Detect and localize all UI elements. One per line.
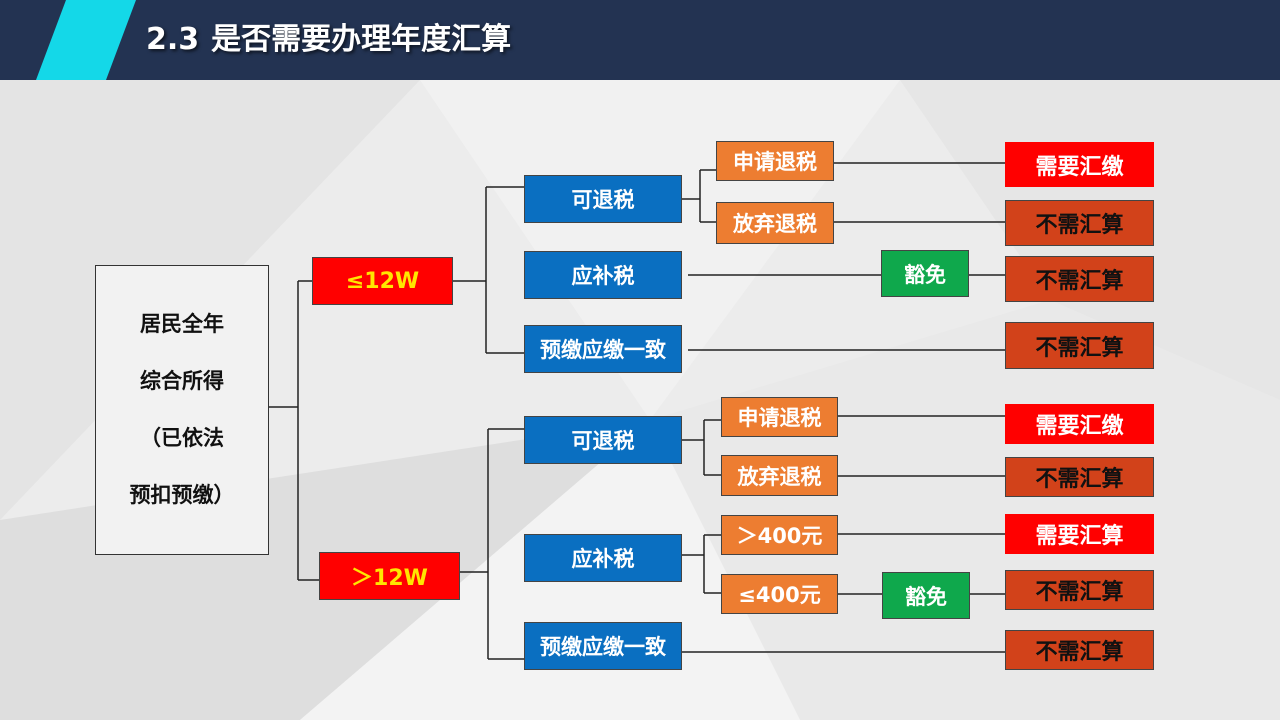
- gt12w-refund: 可退税: [524, 416, 682, 464]
- connector-le12w-refund: [682, 169, 716, 223]
- connector-gt12w-supplement: [682, 534, 721, 594]
- connector-le12w: [453, 186, 524, 354]
- gt12w-over400: ＞400元: [721, 515, 838, 555]
- le12w-equal-label: 预缴应缴一致: [540, 338, 666, 362]
- le12w-waive-refund: 放弃退税: [716, 202, 834, 244]
- root-line-2: 综合所得: [140, 369, 224, 393]
- le12w-apply-result: 需要汇缴: [1005, 142, 1154, 187]
- branch-gt12w: ＞12W: [319, 552, 460, 600]
- le12w-refund: 可退税: [524, 175, 682, 223]
- le12w-supplement-label: 应补税: [571, 264, 635, 288]
- gt12w-waive-result-label: 不需汇算: [1035, 467, 1124, 492]
- gt12w-over400-result: 需要汇算: [1005, 514, 1154, 554]
- le12w-exempt-label: 豁免: [904, 262, 946, 287]
- gt12w-waive-label: 放弃退税: [737, 464, 822, 489]
- root-line-1: 居民全年: [140, 312, 224, 336]
- gt12w-equal-label: 预缴应缴一致: [540, 635, 666, 659]
- le12w-supplement-result-label: 不需汇算: [1035, 269, 1124, 294]
- root-line-4: 预扣预缴）: [129, 483, 235, 507]
- branch-le12w-label: ≤12W: [345, 268, 420, 294]
- connector-gt12w: [460, 428, 524, 660]
- branch-le12w: ≤12W: [312, 257, 453, 305]
- header-bar: 2.3 是否需要办理年度汇算: [0, 0, 1280, 80]
- connector-root: [269, 280, 320, 581]
- gt12w-under400-label: ≤400元: [738, 583, 821, 607]
- gt12w-over400-result-label: 需要汇算: [1035, 524, 1124, 549]
- connector-gt12w-refund: [682, 419, 721, 476]
- gt12w-equal: 预缴应缴一致: [524, 622, 682, 670]
- gt12w-under400: ≤400元: [721, 574, 838, 614]
- le12w-apply-result-label: 需要汇缴: [1035, 154, 1124, 180]
- gt12w-waive-refund: 放弃退税: [721, 455, 838, 496]
- root-line-3: （已依法: [140, 426, 224, 450]
- section-number: 2.3: [146, 22, 200, 57]
- title-text: 是否需要办理年度汇算: [211, 22, 512, 57]
- gt12w-equal-result: 不需汇算: [1005, 630, 1154, 670]
- gt12w-under400-result-label: 不需汇算: [1035, 580, 1124, 605]
- gt12w-refund-label: 可退税: [571, 429, 635, 453]
- root-comprehensive-income: 居民全年 综合所得 （已依法 预扣预缴）: [95, 265, 269, 555]
- le12w-equal: 预缴应缴一致: [524, 325, 682, 373]
- page-title: 2.3 是否需要办理年度汇算: [146, 16, 511, 64]
- le12w-equal-result: 不需汇算: [1005, 322, 1154, 369]
- le12w-waive-result: 不需汇算: [1005, 200, 1154, 246]
- gt12w-supplement: 应补税: [524, 534, 682, 582]
- le12w-exempt: 豁免: [881, 250, 969, 297]
- gt12w-supplement-label: 应补税: [571, 547, 635, 571]
- gt12w-exempt-label: 豁免: [905, 584, 947, 609]
- gt12w-over400-label: ＞400元: [736, 524, 823, 548]
- gt12w-apply-label: 申请退税: [737, 406, 822, 430]
- le12w-equal-result-label: 不需汇算: [1035, 335, 1124, 361]
- le12w-refund-label: 可退税: [571, 188, 635, 212]
- branch-gt12w-label: ＞12W: [351, 566, 428, 591]
- gt12w-exempt: 豁免: [882, 572, 970, 619]
- le12w-supplement-result: 不需汇算: [1005, 256, 1154, 302]
- gt12w-apply-result-label: 需要汇缴: [1035, 414, 1124, 439]
- gt12w-equal-result-label: 不需汇算: [1035, 640, 1124, 665]
- le12w-waive-label: 放弃退税: [733, 212, 817, 236]
- le12w-supplement: 应补税: [524, 251, 682, 299]
- gt12w-apply-result: 需要汇缴: [1005, 404, 1154, 444]
- gt12w-under400-result: 不需汇算: [1005, 570, 1154, 610]
- le12w-apply-label: 申请退税: [733, 150, 817, 174]
- gt12w-apply-refund: 申请退税: [721, 397, 838, 437]
- le12w-waive-result-label: 不需汇算: [1035, 213, 1124, 238]
- le12w-apply-refund: 申请退税: [716, 141, 834, 181]
- gt12w-waive-result: 不需汇算: [1005, 457, 1154, 497]
